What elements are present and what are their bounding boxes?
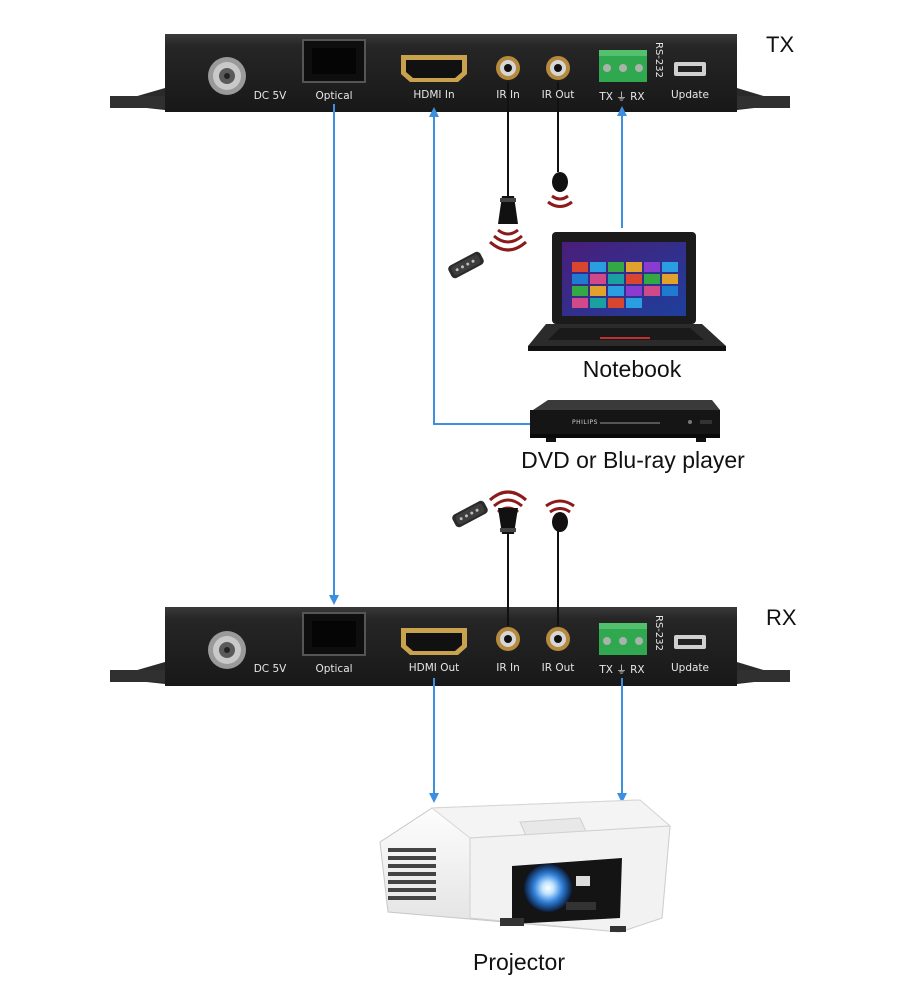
notebook-label: Notebook: [582, 356, 682, 382]
tx-unit-label: TX: [766, 32, 795, 57]
rx-ir-in-jack: [496, 627, 520, 651]
projector-vents: [388, 848, 436, 900]
rx-update-label: Update: [670, 662, 710, 674]
notebook-screen-tiles: [572, 262, 678, 308]
tx-ir-emitter-eye: [552, 172, 568, 192]
rx-ir-emit-signal: [545, 499, 575, 514]
projector-label: Projector: [472, 949, 566, 975]
tx-ir-in-jack: [496, 56, 520, 80]
rx-rs232-terminal: [599, 623, 647, 655]
tx-rs232-label: RS-232: [653, 42, 664, 78]
rx-rs232-label: RS-232: [653, 615, 664, 651]
rx-ir-emitter-eye: [552, 512, 568, 532]
projector-lens: [524, 864, 572, 912]
projector-image: [379, 799, 672, 933]
tx-ir-out-label: IR Out: [541, 89, 575, 101]
tx-rs232-terminal: [599, 50, 647, 82]
tx-ir-in-label: IR In: [496, 89, 520, 101]
rx-rs232-pins-label: TX ⏚ RX: [599, 664, 645, 676]
player-label: DVD or Blu-ray player: [521, 447, 745, 473]
tx-optical-port: [302, 39, 366, 83]
rx-dc-label: DC 5V: [253, 663, 287, 675]
rx-hdmi-port: [401, 628, 467, 655]
tx-ir-emit-signal: [547, 194, 573, 208]
rx-dc-jack: [208, 631, 246, 669]
tx-ir-cables: [448, 82, 573, 279]
tx-hdmi-label: HDMI In: [413, 89, 455, 101]
rx-update-port: [674, 635, 706, 649]
tx-ir-receiver-eye: [498, 196, 518, 224]
rx-ir-receiver-eye: [498, 508, 518, 534]
tx-dc-label: DC 5V: [253, 90, 287, 102]
tx-box: [110, 34, 790, 112]
rx-ir-out-label: IR Out: [541, 662, 575, 674]
dvd-player-image: [530, 400, 720, 442]
tx-rs232-pins-label: TX ⏚ RX: [599, 91, 645, 103]
rx-ir-out-jack: [546, 627, 570, 651]
rx-optical-port: [302, 612, 366, 656]
player-brand-label: PHILIPS: [572, 419, 598, 426]
tx-update-port: [674, 62, 706, 76]
rx-ir-in-label: IR In: [496, 662, 520, 674]
tx-ir-receive-signal: [489, 228, 527, 252]
rx-hdmi-label: HDMI Out: [408, 662, 460, 674]
tx-hdmi-port: [401, 55, 467, 82]
tx-optical-label: Optical: [315, 90, 353, 102]
tx-remote-control: [448, 251, 484, 279]
tx-ir-out-jack: [546, 56, 570, 80]
rx-box: [110, 607, 790, 686]
signal-links: [329, 104, 627, 803]
rx-optical-label: Optical: [315, 663, 353, 675]
tx-update-label: Update: [670, 89, 710, 101]
rx-ir-cables: [452, 490, 575, 626]
rx-remote-control: [452, 500, 488, 528]
tx-dc-jack: [208, 57, 246, 95]
notebook-image: [528, 232, 726, 351]
rx-unit-label: RX: [766, 605, 797, 630]
hdmi-in-link-line: [429, 107, 530, 425]
